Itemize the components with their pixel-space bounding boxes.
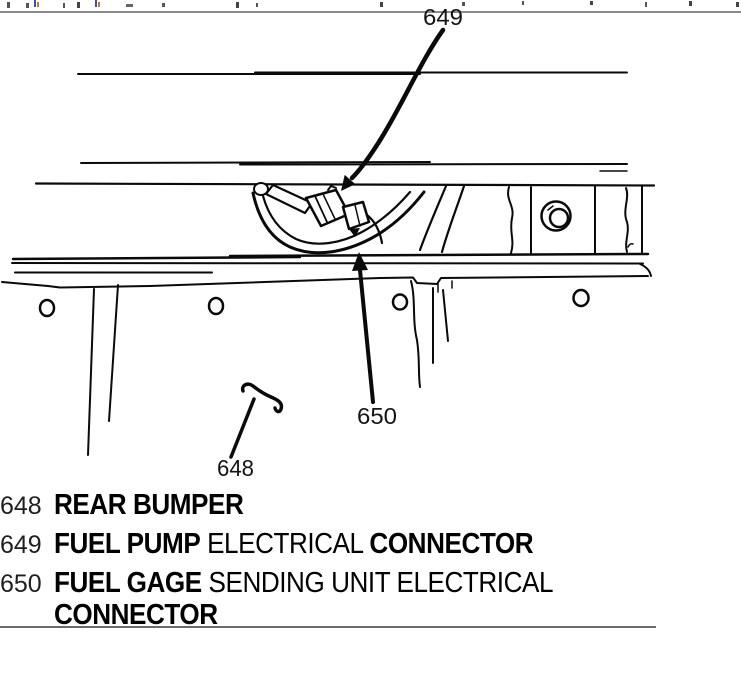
callout-arrow-649 <box>341 27 446 191</box>
harness-wire-drop <box>365 213 384 245</box>
legend-row-649: 649 FUEL PUMP ELECTRICAL CONNECTOR <box>0 530 586 559</box>
label-649: 649 <box>423 4 463 30</box>
top-rule <box>0 11 741 13</box>
legend-text: REAR BUMPER <box>54 489 244 521</box>
leader-line-648 <box>229 397 256 459</box>
legend-text-part: CONNECTOR <box>369 528 534 560</box>
callout-arrow-650 <box>352 252 375 404</box>
rear-bumper-face <box>1 252 652 456</box>
connector-shadow-wedge <box>349 228 360 237</box>
legend-text-part: FUEL PUMP <box>54 528 201 560</box>
harness-wire-right-1 <box>418 184 448 252</box>
mounting-hole-4 <box>572 288 590 308</box>
label-648: 648 <box>217 455 254 481</box>
mounting-hole-3 <box>391 293 409 311</box>
legend-text: FUEL PUMP ELECTRICAL CONNECTOR <box>54 528 534 560</box>
top-edge-crop-fragments <box>7 0 739 8</box>
label-650: 650 <box>357 403 397 429</box>
legend-number: 649 <box>0 531 42 559</box>
diagram-labels: 649 650 648 <box>217 4 463 481</box>
legend-row-650: 650 FUEL GAGE SENDING UNIT ELECTRICAL <box>0 569 608 598</box>
bolt-head-inner <box>548 207 570 229</box>
arrowhead-650 <box>352 252 368 271</box>
legend-text-part: ELECTRICAL <box>200 528 370 560</box>
wiring-harness <box>251 182 466 255</box>
legend-text-part: CONNECTOR <box>54 599 218 631</box>
harness-wire-right-2 <box>440 184 466 254</box>
harness-loop-outer <box>251 190 426 255</box>
legend-text: FUEL GAGE SENDING UNIT ELECTRICAL <box>54 569 553 598</box>
legend-number: 648 <box>0 492 42 520</box>
legend-text-part: FUEL GAGE <box>54 567 202 599</box>
frame-lines <box>34 71 656 187</box>
legend-text: CONNECTOR <box>54 601 218 630</box>
legend-row-648: 648 REAR BUMPER <box>0 491 264 520</box>
mounting-hole-2 <box>207 296 225 316</box>
bumper-hook-648 <box>229 382 284 459</box>
legend-row-650-continuation: CONNECTOR <box>0 601 236 630</box>
legend-text-part: SENDING UNIT ELECTRICAL <box>201 567 554 599</box>
frame-channel-details <box>507 185 643 255</box>
harness-loop-inner <box>261 190 412 245</box>
connector-back-shell <box>264 183 314 215</box>
mounting-hole-1 <box>38 298 56 318</box>
connector-mating-block <box>341 200 371 231</box>
legend-text-part: REAR BUMPER <box>54 489 244 521</box>
harness-grommet <box>253 182 269 196</box>
legend-number: 650 <box>0 570 42 598</box>
arrowhead-649 <box>341 174 356 191</box>
